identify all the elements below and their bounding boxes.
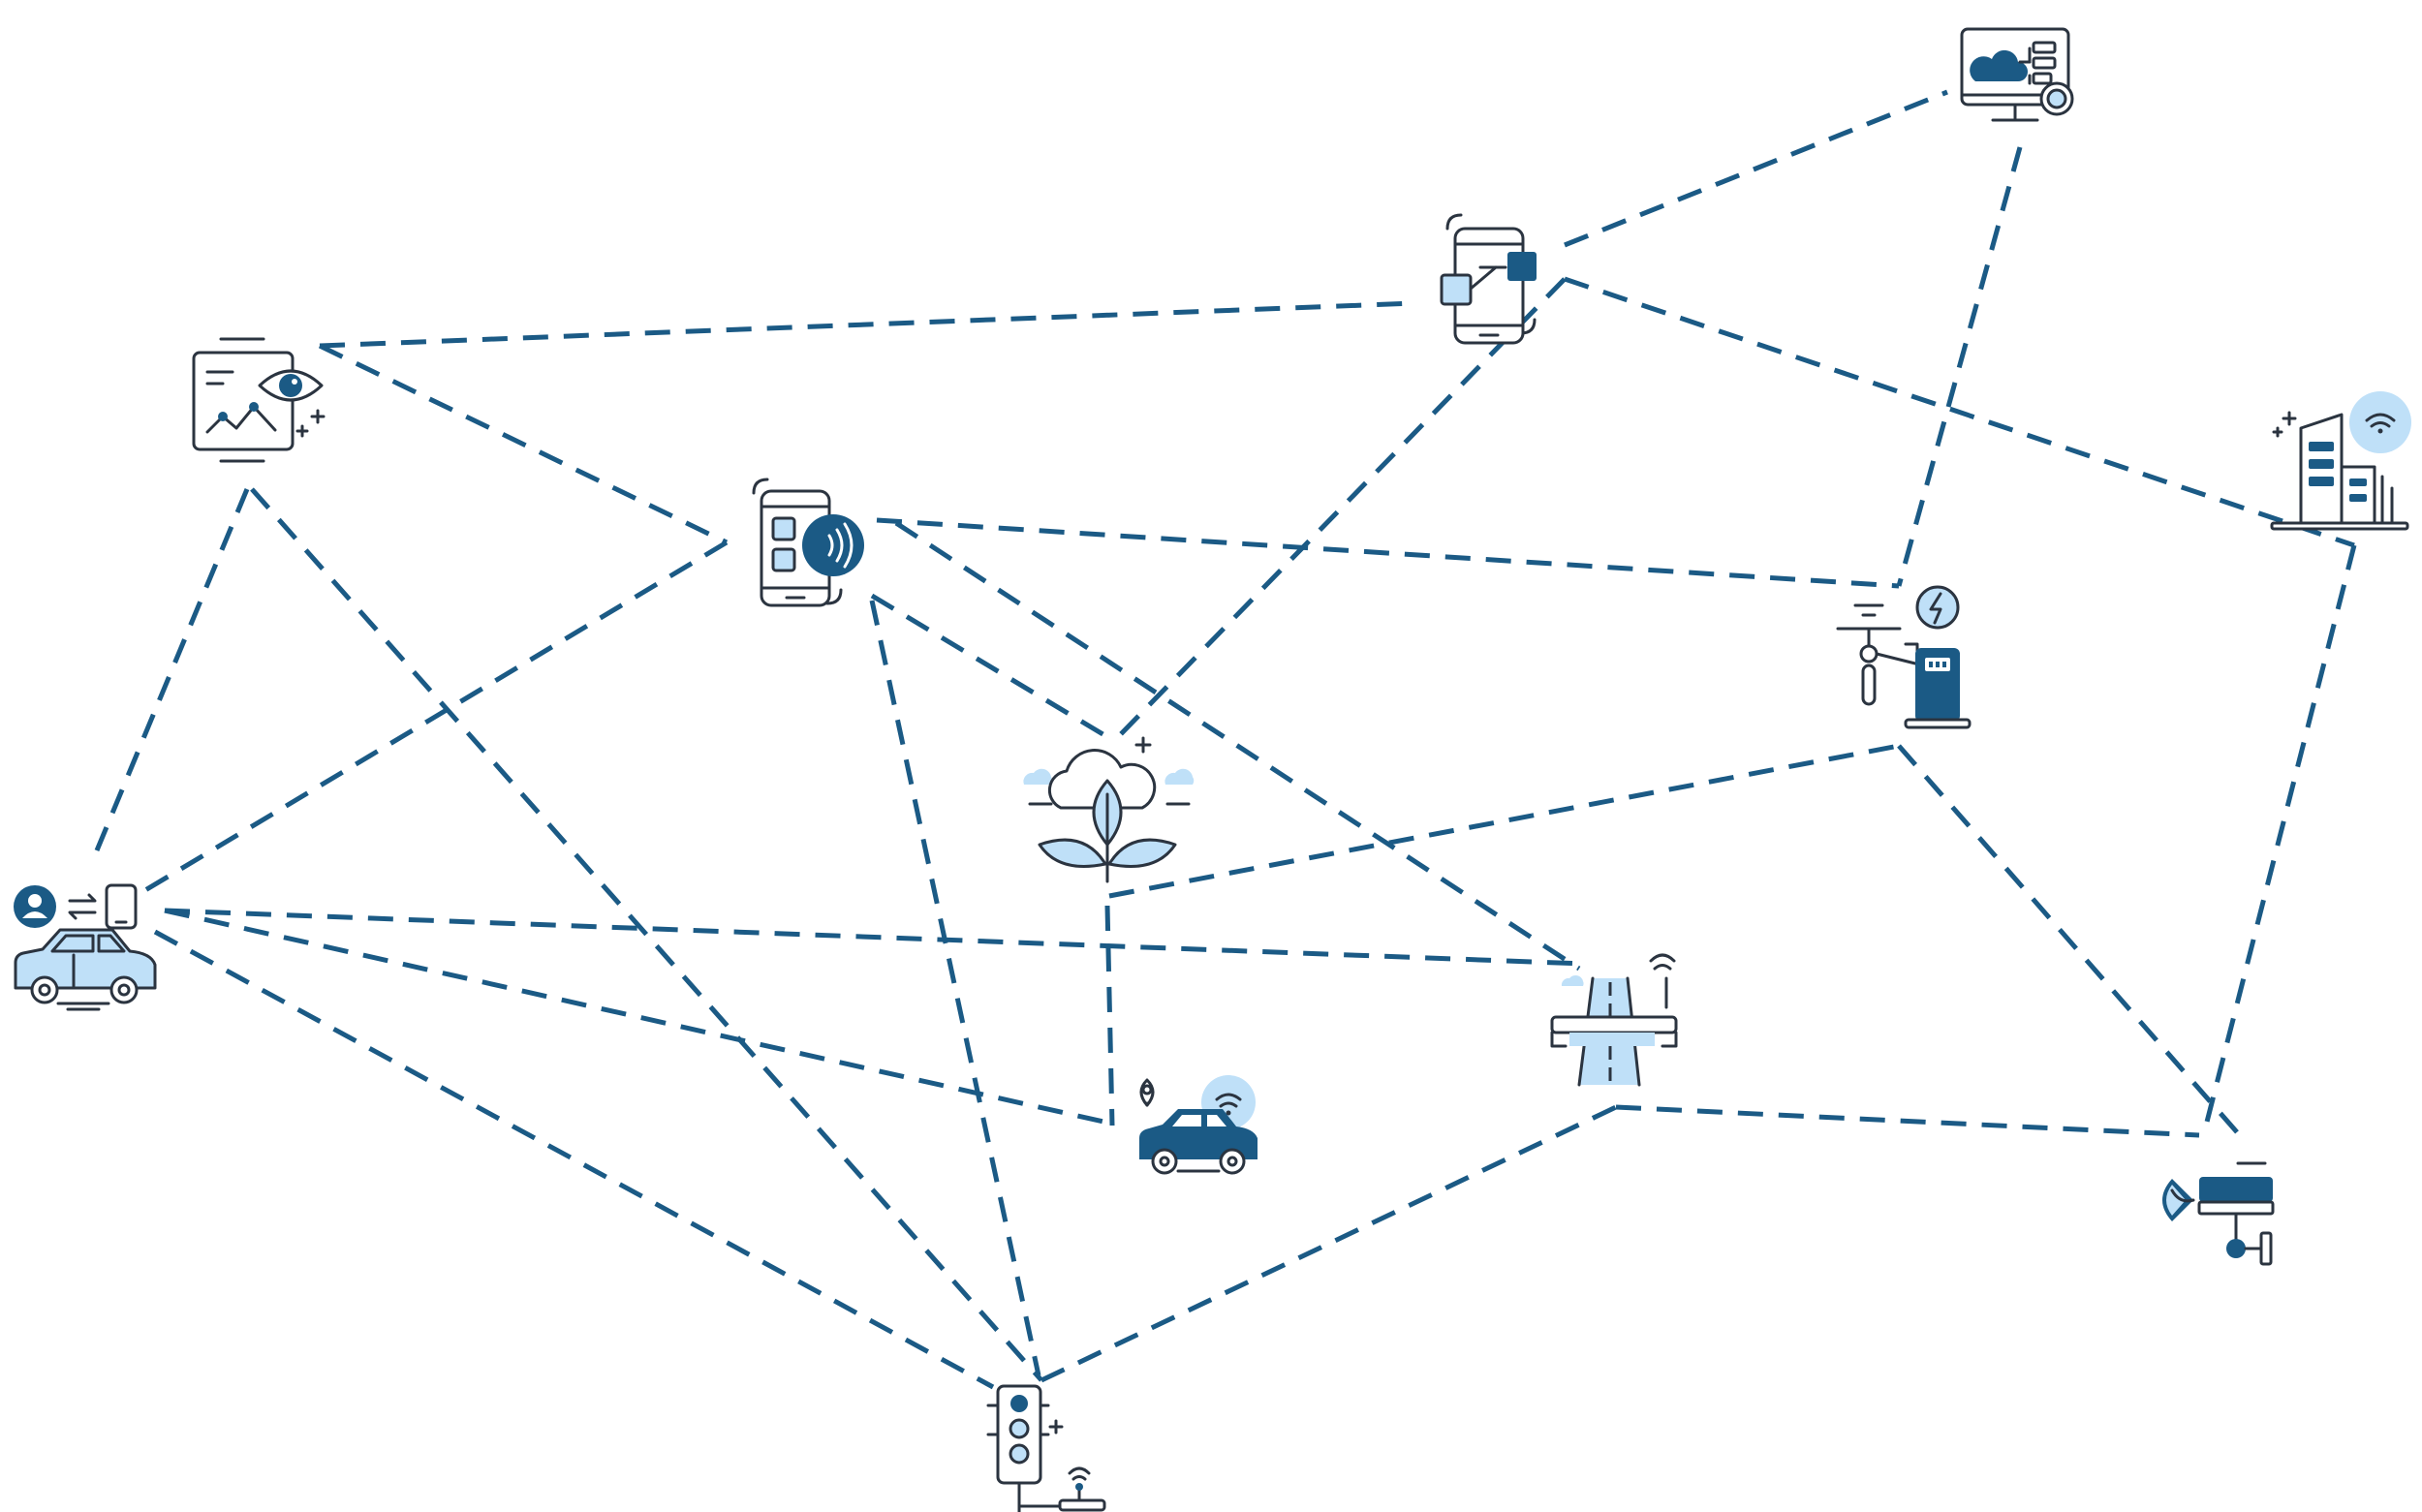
link <box>1615 1104 2200 1138</box>
cloud-leaf-icon <box>1023 736 1195 883</box>
traffic-light-sensor-icon <box>986 1384 1106 1512</box>
phone-interface-icon <box>1440 213 1537 345</box>
car-phone-user-icon <box>14 883 157 1011</box>
bike-charging-icon <box>1836 585 1972 729</box>
link <box>1564 276 2355 548</box>
link <box>1112 277 1567 743</box>
link <box>876 517 1900 589</box>
link <box>250 487 1043 1382</box>
link <box>870 593 1116 744</box>
car-location-wifi-icon <box>1139 1075 1258 1175</box>
link <box>164 908 1585 967</box>
phone-nfc-icon <box>752 478 864 607</box>
link <box>89 488 250 863</box>
security-camera-icon <box>2162 1161 2275 1266</box>
link <box>153 929 995 1390</box>
link <box>2201 544 2357 1134</box>
link <box>1896 146 2023 587</box>
link <box>1040 1104 1618 1383</box>
link <box>894 520 1581 972</box>
link <box>164 908 1113 1126</box>
link <box>1564 89 1948 248</box>
highway-wifi-icon <box>1550 953 1678 1087</box>
analytics-eye-icon <box>192 337 326 463</box>
link <box>318 343 729 545</box>
connection-lines <box>89 89 2357 1390</box>
link <box>134 540 729 899</box>
link <box>1897 744 2240 1135</box>
link <box>1108 743 1900 899</box>
link <box>1104 905 1115 1126</box>
link <box>869 600 1041 1376</box>
link <box>319 300 1415 349</box>
building-wifi-icon <box>2270 391 2411 531</box>
cloud-computer-icon <box>1960 27 2074 122</box>
